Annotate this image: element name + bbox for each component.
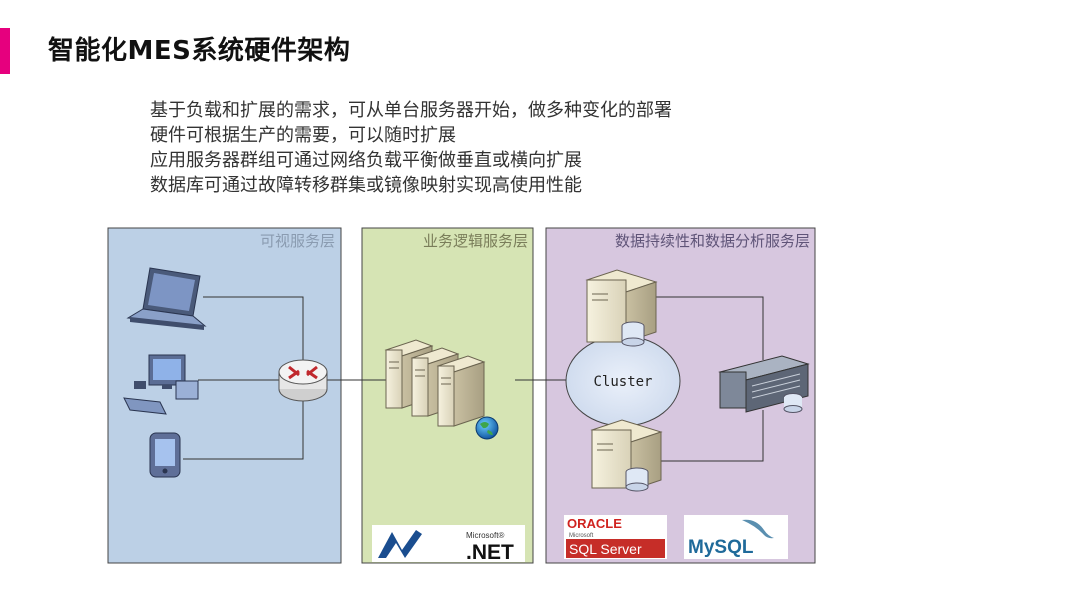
globe-icon bbox=[475, 416, 499, 440]
panel-business-label: 业务逻辑服务层 bbox=[423, 232, 528, 250]
mysql-logo: MySQL bbox=[684, 515, 788, 559]
page-title: 智能化MES系统硬件架构 bbox=[48, 36, 351, 66]
oracle-sqlserver-logo: ORACLE Microsoft SQL Server bbox=[564, 515, 667, 559]
cluster-label: Cluster bbox=[593, 374, 652, 390]
desktop-computer-icon bbox=[123, 354, 199, 415]
dotnet-brand: Microsoft® bbox=[466, 531, 504, 540]
oracle-text: ORACLE bbox=[567, 516, 622, 531]
feature-item: 基于负载和扩展的需求，可从单台服务器开始，做多种变化的部署 bbox=[150, 100, 672, 121]
panel-data-label: 数据持续性和数据分析服务层 bbox=[615, 232, 810, 250]
title-accent-bar bbox=[0, 28, 10, 74]
storage-array-icon bbox=[718, 355, 810, 413]
sqlserver-text: SQL Server bbox=[569, 541, 642, 557]
feature-item: 硬件可根据生产的需要，可以随时扩展 bbox=[150, 125, 456, 146]
dotnet-logo: Microsoft® .NET bbox=[372, 525, 525, 564]
mysql-text: MySQL bbox=[688, 537, 754, 558]
feature-item: 应用服务器群组可通过网络负载平衡做垂直或横向扩展 bbox=[150, 150, 582, 171]
pda-icon bbox=[149, 432, 181, 478]
laptop-icon bbox=[126, 267, 207, 330]
database-server-icon bbox=[585, 269, 658, 347]
feature-list: 基于负载和扩展的需求，可从单台服务器开始，做多种变化的部署 硬件可根据生产的需要… bbox=[150, 98, 672, 198]
dotnet-text: .NET bbox=[466, 541, 514, 564]
server-stack-icon bbox=[384, 339, 486, 427]
feature-item: 数据库可通过故障转移群集或镜像映射实现高使用性能 bbox=[150, 175, 582, 196]
cluster: Cluster bbox=[565, 335, 681, 427]
connection-lines bbox=[183, 296, 764, 462]
router-icon bbox=[278, 359, 328, 402]
sqlserver-brand: Microsoft bbox=[569, 533, 594, 539]
database-server-icon bbox=[590, 419, 663, 492]
panel-presentation-label: 可视服务层 bbox=[260, 232, 335, 250]
